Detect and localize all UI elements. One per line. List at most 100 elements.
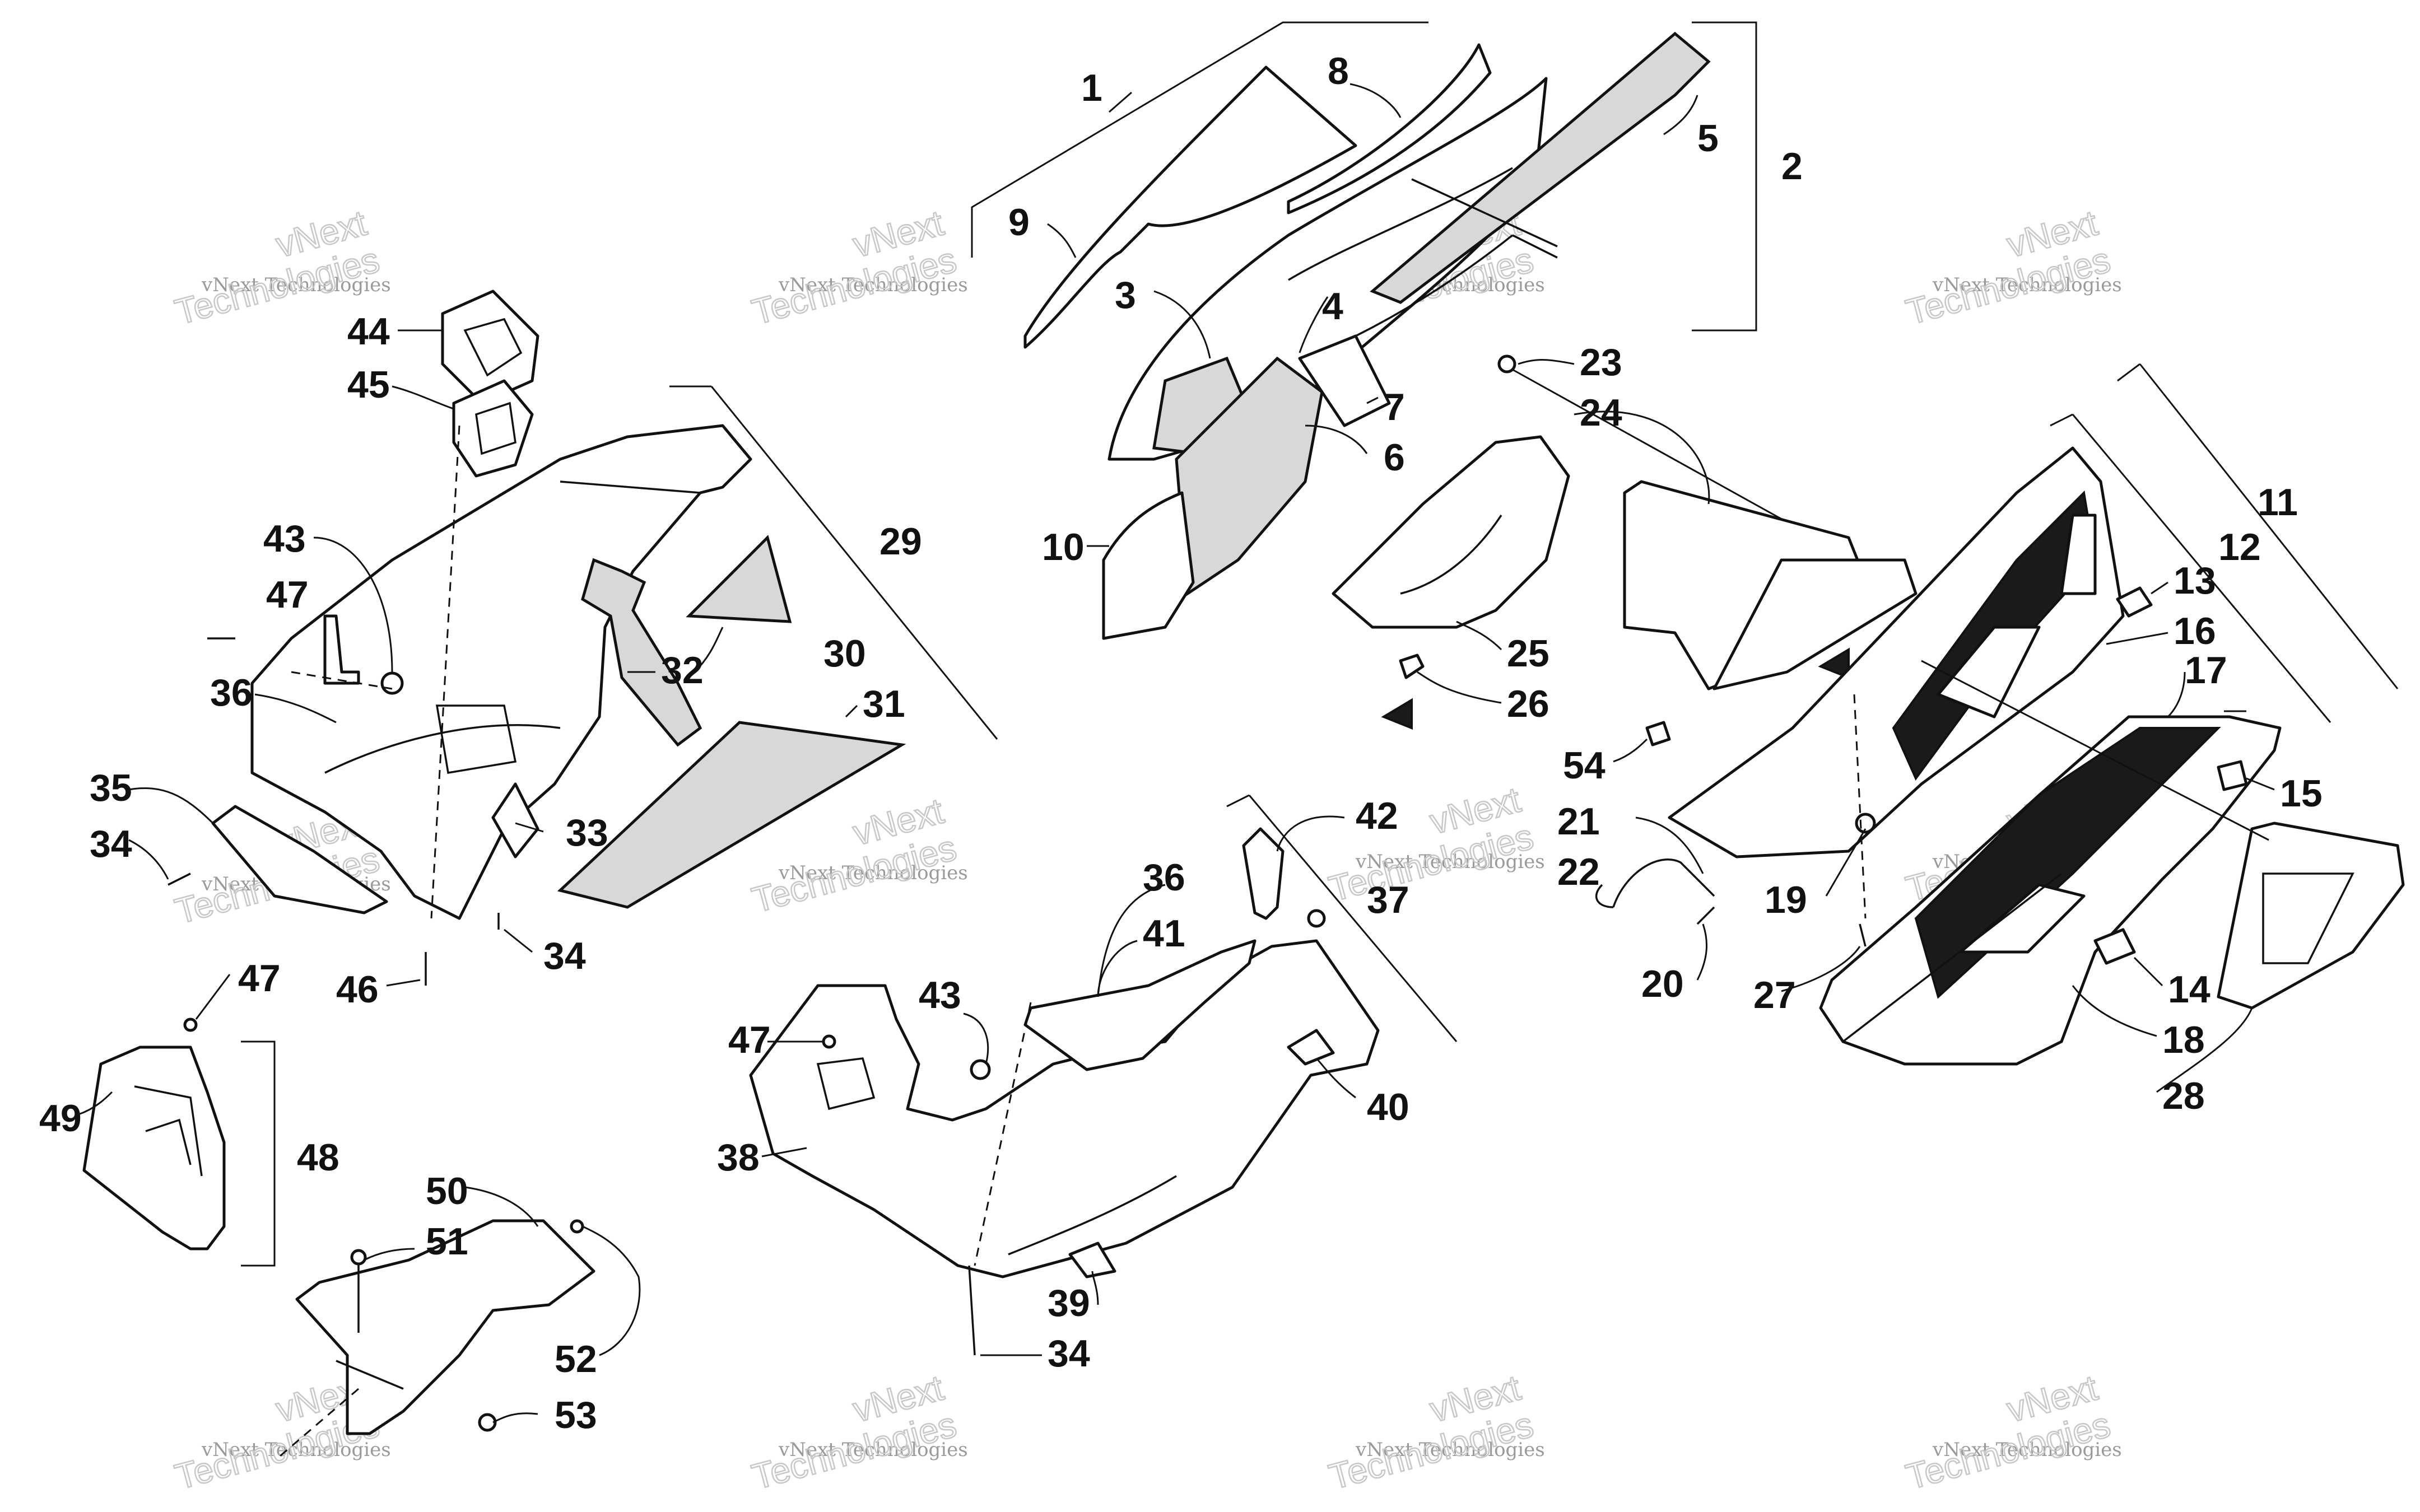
install-line: [280, 1388, 359, 1457]
leader-14: [2133, 956, 2163, 987]
leader-26: [1417, 671, 1502, 704]
decal-window: [1937, 626, 2041, 718]
side-panel-right: [1595, 363, 2405, 1066]
watermark: vNext Technologies vNext Technologies: [1901, 1366, 2122, 1497]
inner-panel: [250, 424, 752, 920]
leader-20: [1696, 923, 1707, 981]
duct-50-line: [336, 1360, 404, 1390]
callout-26: 26: [1507, 683, 1549, 725]
leader-47: [195, 974, 231, 1020]
callout-32: 32: [661, 649, 704, 692]
callout-6: 6: [1384, 436, 1405, 479]
leader-9: [1047, 223, 1077, 258]
belly-pan-contour: [1008, 1175, 1177, 1256]
fastener-47: [822, 1034, 836, 1049]
side-panel-left: [1332, 354, 1918, 730]
callout-31: 31: [863, 683, 905, 725]
side-panel-line: [1842, 872, 2063, 1043]
pad-39: [1068, 1242, 1116, 1278]
fastener-47: [183, 1018, 198, 1032]
decal-10: [1102, 491, 1195, 640]
callout-19: 19: [1765, 879, 1807, 921]
inner-panel-opening: [435, 704, 517, 774]
bracket-12-tick: [2050, 413, 2073, 427]
leader-3: [1153, 290, 1211, 359]
panel-41: [1023, 939, 1256, 1071]
grille-28-inner: [2262, 872, 2354, 964]
callout-14: 14: [2168, 968, 2210, 1011]
fastener-51-head: [350, 1249, 367, 1266]
watermark: vNext Technologies vNext Technologies: [747, 202, 968, 333]
leader-25: [1456, 620, 1502, 651]
decal-18: [1959, 883, 2086, 954]
callout-17: 17: [2185, 649, 2227, 692]
callout-10: 10: [1042, 526, 1085, 568]
grommet-54: [1645, 721, 1671, 746]
fastener-20: [1696, 906, 1715, 925]
watermark-small-text: vNext Technologies: [1355, 1439, 1545, 1461]
leader-1: [1109, 91, 1132, 113]
leader-53: [492, 1412, 538, 1424]
install-line: [430, 425, 460, 919]
install-line: [974, 1002, 1032, 1266]
panel-25: [1332, 435, 1570, 629]
watermark-small-text: vNext Technologies: [201, 274, 391, 296]
hood-edge-line: [1288, 167, 1513, 281]
grille-28: [2217, 822, 2405, 1010]
callout-8: 8: [1328, 50, 1349, 92]
callout-27: 27: [1753, 974, 1796, 1016]
callout-46: 46: [336, 968, 379, 1011]
bracket-12: [2072, 414, 2331, 723]
callout-1: 1: [1081, 67, 1102, 109]
hood-edge-line: [1355, 234, 1514, 337]
callout-53: 53: [555, 1394, 597, 1436]
watermark: vNext Technologies vNext Technologies: [1901, 202, 2122, 333]
install-line: [1853, 694, 1867, 919]
callout-34: 34: [1048, 1332, 1090, 1375]
leader-35: [128, 787, 214, 824]
callout-37: 37: [1367, 879, 1409, 921]
callout-43: 43: [263, 517, 306, 560]
panel-33: [491, 782, 539, 858]
callout-29: 29: [879, 520, 922, 563]
leader-43: [963, 1012, 989, 1065]
callout-15: 15: [2280, 772, 2323, 815]
bracket-line: [1512, 234, 1558, 259]
leader-17: [2167, 671, 2186, 718]
cable-21: [1612, 858, 1715, 908]
duct-50: [295, 1219, 595, 1435]
belly-pan-assembly: [749, 794, 1458, 1356]
leader-4: [1299, 296, 1329, 353]
callout-54: 54: [1563, 744, 1605, 787]
watermark-small-text: vNext Technologies: [1355, 851, 1545, 873]
foam-32: [581, 558, 702, 747]
watermark-small-text: vNext Technologies: [778, 862, 968, 884]
watermark-big-text: Technologies: [748, 1404, 960, 1497]
leader-27: [1781, 946, 1861, 992]
leader-18: [2072, 985, 2157, 1037]
pad-40: [1287, 1029, 1335, 1066]
bracket-29: [710, 386, 998, 740]
leader-33: [515, 822, 544, 833]
callout-16: 16: [2174, 610, 2216, 652]
leader-42: [1276, 815, 1345, 852]
leader-23: [1518, 359, 1575, 365]
callout-34: 34: [90, 823, 132, 865]
callout-11: 11: [2258, 481, 2298, 524]
fastener-23: [1497, 354, 1516, 374]
leader-31: [845, 704, 858, 718]
leader-38: [761, 1147, 807, 1158]
callout-23: 23: [1580, 341, 1622, 384]
fastener-34: [167, 872, 191, 886]
callout-52: 52: [555, 1338, 597, 1380]
hood-assembly: [971, 21, 1757, 640]
fastener-53: [478, 1413, 497, 1432]
callout-42: 42: [1356, 795, 1398, 837]
callout-47: 47: [728, 1019, 771, 1061]
leader-41: [1097, 940, 1138, 997]
foam-31: [557, 721, 906, 909]
leader-36: [254, 693, 337, 724]
fastener-52: [570, 1219, 584, 1234]
callout-5: 5: [1697, 117, 1719, 160]
